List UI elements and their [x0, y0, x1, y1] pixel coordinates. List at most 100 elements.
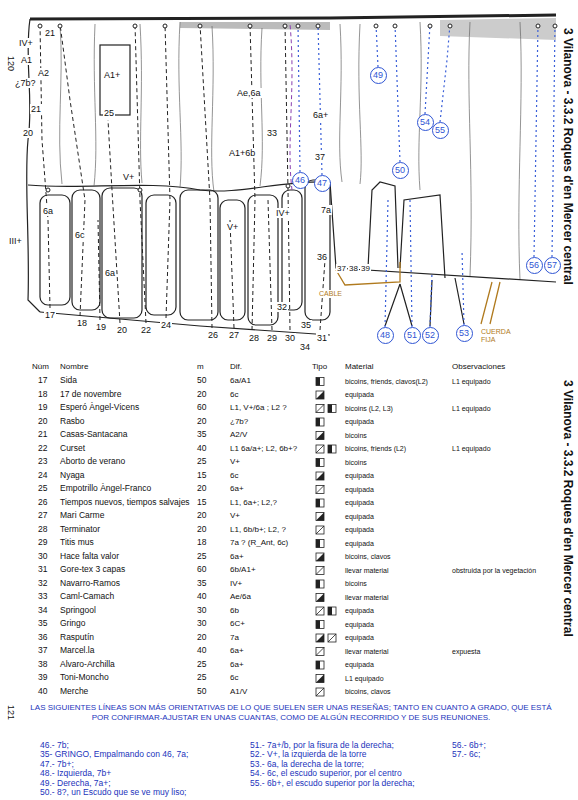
table-cell: equipada	[345, 391, 374, 399]
table-cell: 20	[197, 484, 206, 494]
route-label: 33	[266, 128, 278, 138]
route-label: 6a	[42, 206, 54, 216]
table-cell: 28	[38, 525, 47, 535]
table-cell: Gore-tex 3 capas	[60, 565, 125, 575]
table-cell: V+	[230, 511, 240, 520]
table-cell: 17	[38, 376, 47, 386]
table-cell: Navarro-Ramos	[60, 579, 120, 589]
route-label: 20	[116, 325, 128, 335]
table-cell: 6C+	[230, 619, 245, 628]
table-cell: 25	[38, 484, 47, 494]
table-cell: L1 equipado	[452, 445, 491, 453]
callout-number: 55	[435, 126, 445, 135]
route-circle: 54	[417, 114, 434, 131]
callout-number: 49	[373, 71, 383, 80]
table-cell: Toni-Moncho	[60, 673, 109, 683]
table-cell: 6c	[230, 471, 238, 480]
table-cell: 40	[197, 592, 206, 602]
route-circle: 49	[370, 67, 387, 84]
route-note: 50.- 8?, un Escudo que se ve muy liso;	[40, 788, 186, 798]
route-circle: 55	[432, 122, 449, 139]
table-cell: 20	[197, 417, 206, 427]
route-label: 18	[76, 318, 88, 328]
table-cell: equipada	[345, 540, 374, 548]
route-label: 6c	[74, 230, 86, 240]
route-label: 6a	[104, 268, 116, 278]
table-cell: L1 equipado	[345, 675, 384, 683]
route-label: 35	[300, 320, 312, 330]
table-cell: 7a ? (R_Ant, 6c)	[230, 538, 288, 547]
route-label: 39	[360, 264, 371, 273]
route-circle: 53	[456, 325, 473, 342]
callout-number: 46	[295, 176, 305, 185]
route-label: III+	[8, 236, 23, 246]
table-cell: 6a+	[230, 484, 244, 493]
route-note: 55.- 6b+, el escudo superior por la dere…	[250, 779, 415, 789]
route-note: 57.- 6c;	[452, 750, 480, 760]
route-circle: 52	[422, 327, 439, 344]
table-cell: Hace falta valor	[60, 552, 119, 562]
table-cell: 31	[38, 565, 47, 575]
route-label: 37	[336, 264, 347, 273]
table-cell: L1, 6a+; L2,?	[230, 498, 277, 507]
table-cell: equipada	[345, 607, 374, 615]
table-cell: equipada	[345, 634, 374, 642]
route-note: 51.- 7a+/b, por la fisura de la derecha;	[250, 741, 394, 751]
table-cell: 26	[38, 498, 47, 508]
table-cell: 38	[38, 660, 47, 670]
table-cell: Casas-Santacana	[60, 430, 128, 440]
table-header: Material	[345, 362, 373, 371]
route-label: 22	[140, 325, 152, 335]
route-label: 21	[44, 28, 56, 38]
route-circle: 57	[544, 257, 561, 274]
table-cell: 34	[38, 606, 47, 616]
table-cell: A2/V	[230, 430, 247, 439]
page-title: 3 Vilanova - 3.3.2 Roques d'en Mercer ce…	[560, 28, 574, 285]
table-cell: 20	[197, 633, 206, 643]
table-cell: 50	[197, 376, 206, 386]
table-cell: bicoins, friends, clavos(L2)	[345, 378, 428, 386]
route-label: 30	[284, 333, 296, 343]
anchor-ring	[38, 24, 557, 192]
table-cell: ¿7b?	[230, 417, 248, 426]
route-label: 32	[276, 302, 288, 312]
route-label: 34	[299, 342, 311, 352]
table-cell: equipada	[345, 513, 374, 521]
table-cell: bicoins, clavos	[345, 688, 391, 696]
callout-number: 53	[459, 329, 469, 338]
table-cell: 18	[197, 538, 206, 548]
callout-number: 47	[317, 179, 327, 188]
callout-number: 48	[380, 331, 390, 340]
table-cell: bicoins	[345, 459, 367, 467]
route-label: 28	[248, 333, 260, 343]
table-cell: Springool	[60, 606, 96, 616]
route-label: 27	[228, 330, 240, 340]
route-label: A1+	[103, 70, 121, 80]
route-label: 31	[316, 333, 328, 343]
table-cell: 40	[197, 444, 206, 454]
route-note: 46.- 7b;	[40, 741, 69, 751]
table-cell: 6c	[230, 390, 238, 399]
route-note: 48.- Izquierda, 7b+	[40, 769, 111, 779]
table-cell: bicoins	[345, 432, 367, 440]
table-cell: Caml-Camach	[60, 592, 114, 602]
table-header: Observaciones	[452, 362, 505, 371]
route-label: 29	[266, 333, 278, 343]
table-cell: 33	[38, 592, 47, 602]
route-label: 26	[207, 330, 219, 340]
table-cell: equipada	[345, 499, 374, 507]
table-cell: 25	[197, 673, 206, 683]
table-cell: bicoins, friends (L2)	[345, 445, 406, 453]
table-cell: equipada	[345, 418, 374, 426]
table-cell: 39	[38, 673, 47, 683]
table-cell: 35	[38, 619, 47, 629]
table-cell: 6a/A1	[230, 376, 251, 385]
table-cell: A1/V	[230, 687, 247, 696]
table-cell: Nyaga	[60, 471, 85, 481]
table-cell: 37	[38, 646, 47, 656]
route-label: 7a	[320, 205, 332, 215]
table-header: Nombre	[60, 362, 88, 371]
callout-number: 52	[425, 331, 435, 340]
table-cell: Empotrillo Àngel-Franco	[60, 484, 151, 494]
table-cell: L1 6a/a+; L2, 6b+?	[230, 444, 297, 453]
